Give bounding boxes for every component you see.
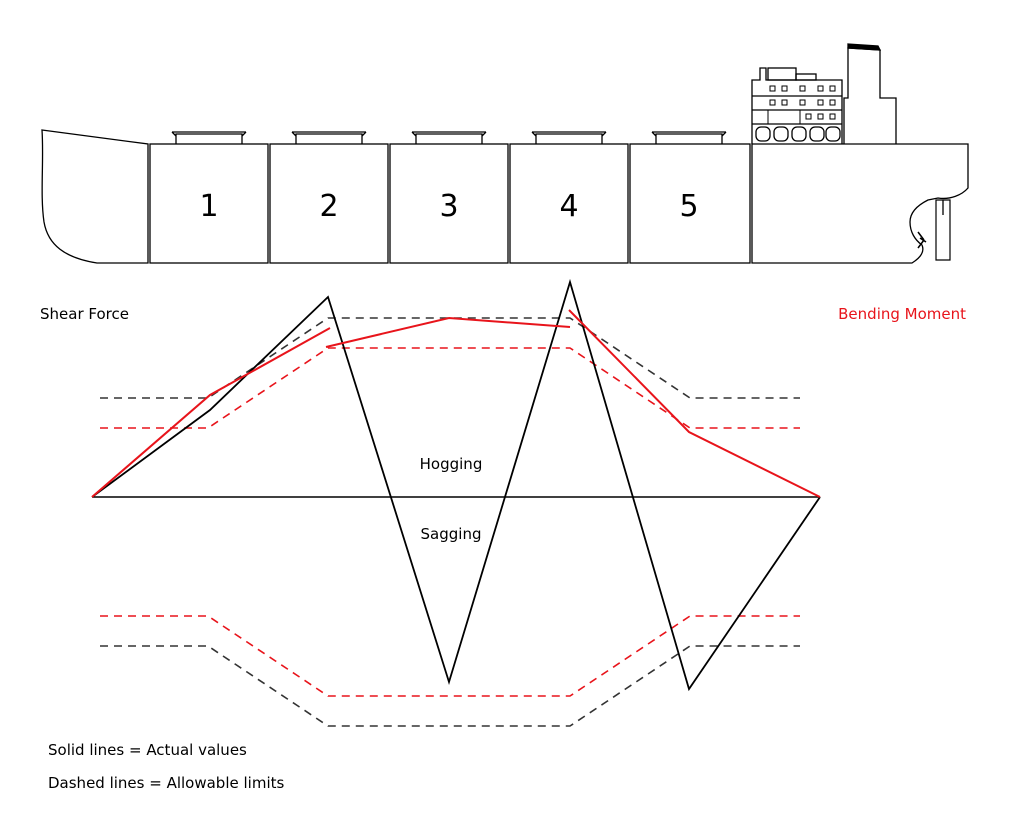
bending-moment-upper-limit bbox=[100, 347, 800, 429]
hogging-label: Hogging bbox=[420, 455, 483, 473]
bending-moment-label: Bending Moment bbox=[838, 305, 966, 323]
bending-moment-lower-limit bbox=[100, 615, 800, 697]
rudder bbox=[935, 199, 951, 261]
diagram-lines bbox=[91, 278, 821, 727]
bending-moment-actual-3 bbox=[568, 309, 821, 498]
hold-box-2 bbox=[269, 143, 389, 264]
shear-force-label: Shear Force bbox=[40, 305, 129, 323]
hold-box-5 bbox=[629, 143, 751, 264]
funnel bbox=[843, 47, 897, 144]
hold-number-1: 1 bbox=[199, 189, 218, 224]
legend-dashed-lines: Dashed lines = Allowable limits bbox=[48, 774, 285, 792]
superstructure bbox=[751, 43, 897, 144]
hold-number-2: 2 bbox=[319, 189, 338, 224]
hold-number-3: 3 bbox=[439, 189, 458, 224]
shear-force-lower-limit bbox=[100, 645, 800, 727]
hold-number-4: 4 bbox=[559, 189, 578, 224]
hatch-covers bbox=[171, 131, 727, 144]
bending-moment-actual-1 bbox=[91, 327, 331, 498]
sagging-label: Sagging bbox=[421, 525, 482, 543]
ship-bow bbox=[41, 129, 149, 264]
hold-box-4 bbox=[509, 143, 629, 264]
hold-numbers: 1 2 3 4 5 bbox=[199, 189, 698, 224]
ship-profile bbox=[41, 43, 969, 264]
hold-box-1 bbox=[149, 143, 269, 264]
shear-force-upper-limit bbox=[100, 317, 800, 399]
legend-solid-lines: Solid lines = Actual values bbox=[48, 741, 247, 759]
bending-moment-actual-2 bbox=[325, 316, 571, 348]
hold-box-3 bbox=[389, 143, 509, 264]
ship-stern bbox=[751, 143, 969, 264]
hold-number-5: 5 bbox=[679, 189, 698, 224]
shear-force-actual bbox=[91, 278, 821, 692]
propeller bbox=[917, 231, 927, 249]
